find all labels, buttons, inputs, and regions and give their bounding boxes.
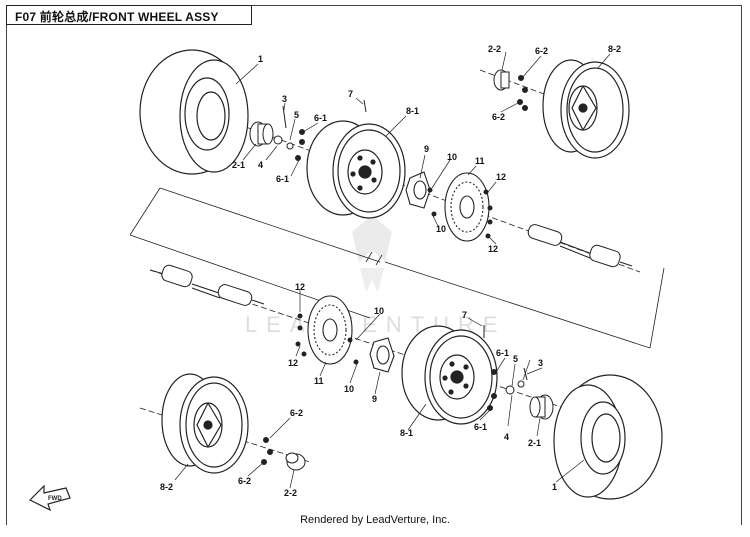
callout-3-bottom: 3: [538, 358, 543, 368]
callout-7-top: 7: [348, 89, 353, 99]
hub-cap-2-1-top: [249, 121, 274, 147]
callout-11-top: 11: [475, 156, 485, 166]
callout-6-2-top-a: 6-2: [535, 46, 548, 56]
hub-cap-2-1-bottom: [529, 394, 554, 420]
drive-shaft-bottom: [149, 264, 265, 306]
frame-right-border: [741, 5, 742, 525]
tire-bottom: [553, 374, 663, 500]
callout-2-1-top: 2-1: [232, 160, 245, 170]
callout-10-bottom-b: 10: [344, 384, 354, 394]
callout-5-top: 5: [294, 110, 299, 120]
callout-6-2-bottom-b: 6-2: [238, 476, 251, 486]
callout-5-bottom: 5: [513, 354, 518, 364]
callout-9-bottom: 9: [372, 394, 377, 404]
callout-2-2-top: 2-2: [488, 44, 501, 54]
leader-lines: [174, 51, 611, 489]
page-title: F07 前轮总成/FRONT WHEEL ASSY: [15, 10, 219, 24]
callout-1-bottom: 1: [552, 482, 557, 492]
credit-text: Rendered by LeadVerture, Inc.: [300, 514, 450, 526]
hub-9-bottom: [369, 337, 395, 373]
callout-9-top: 9: [424, 144, 429, 154]
callout-12-bottom-b: 12: [288, 358, 298, 368]
callout-7-bottom: 7: [462, 310, 467, 320]
drive-shaft-top: [527, 224, 633, 268]
callout-labels: 1 2-1 3 4 5 6-1 6-1 7 8-1 9 10 10 11 12 …: [160, 44, 621, 498]
callout-8-2-bottom: 8-2: [160, 482, 173, 492]
callout-10-bottom-a: 10: [374, 306, 384, 316]
callout-6-2-bottom-a: 6-2: [290, 408, 303, 418]
callout-12-bottom-a: 12: [295, 282, 305, 292]
callout-6-2-top-b: 6-2: [492, 112, 505, 122]
brake-disc-11-bottom: [307, 295, 353, 365]
rim-8-2-bottom: [161, 373, 249, 474]
callout-1-top: 1: [258, 54, 263, 64]
hub-9-top: [405, 171, 431, 209]
brake-disc-11-top: [444, 172, 490, 242]
fwd-label: FWD: [48, 496, 62, 502]
tire-top: [139, 49, 249, 175]
fwd-arrow-icon: FWD: [28, 484, 71, 512]
callout-10-top-b: 10: [436, 224, 446, 234]
rim-8-2-top: [542, 59, 630, 159]
callout-6-1-bottom-a: 6-1: [496, 348, 509, 358]
callout-8-1-top: 8-1: [406, 106, 419, 116]
frame-top-border: [252, 5, 742, 6]
callout-11-bottom: 11: [314, 376, 324, 386]
rim-8-1-top: [306, 120, 406, 219]
callout-2-2-bottom: 2-2: [284, 488, 297, 498]
callout-3-top: 3: [282, 94, 287, 104]
title-box: F07 前轮总成/FRONT WHEEL ASSY: [6, 5, 252, 25]
callout-4-top: 4: [258, 160, 263, 170]
callout-6-1-bottom-b: 6-1: [474, 422, 487, 432]
callout-6-1-top-b: 6-1: [276, 174, 289, 184]
hub-cap-2-2-bottom: [285, 452, 306, 471]
hub-cap-2-2-top: [493, 69, 510, 91]
frame-left-border: [6, 25, 7, 525]
callout-10-top-a: 10: [447, 152, 457, 162]
rim-8-1-bottom: [401, 325, 498, 425]
callout-6-1-top-a: 6-1: [314, 113, 327, 123]
callout-12-top-b: 12: [488, 244, 498, 254]
callout-2-1-bottom: 2-1: [528, 438, 541, 448]
callout-12-top-a: 12: [496, 172, 506, 182]
callout-4-bottom: 4: [504, 432, 509, 442]
callout-8-1-bottom: 8-1: [400, 428, 413, 438]
callout-8-2-top: 8-2: [608, 44, 621, 54]
